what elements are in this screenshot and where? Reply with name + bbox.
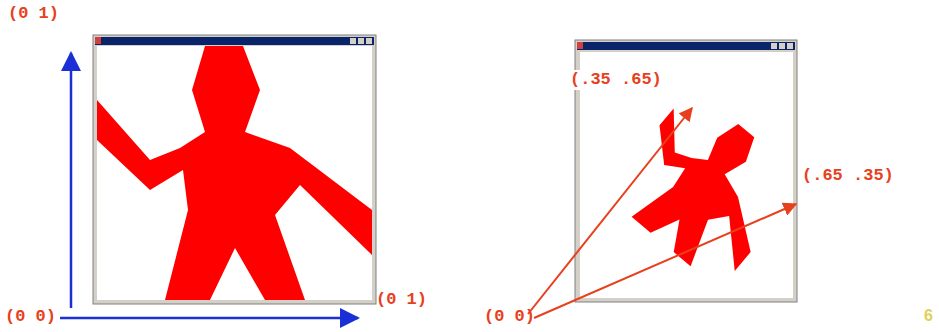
corner-label: (.65 .35) <box>800 166 896 186</box>
y-axis <box>70 53 73 308</box>
origin-label: (0 0) <box>484 307 535 327</box>
x-axis <box>60 317 358 320</box>
axis-label: (0 1) <box>8 4 59 24</box>
pointer-arrow <box>534 204 796 318</box>
left-window <box>93 35 376 304</box>
page-number: 6 <box>924 306 933 326</box>
pointer-arrow <box>528 108 692 314</box>
axis-label: (0 1) <box>376 290 427 310</box>
origin-label: (0 0) <box>5 307 56 327</box>
corner-label: (.35 .65) <box>568 70 664 90</box>
